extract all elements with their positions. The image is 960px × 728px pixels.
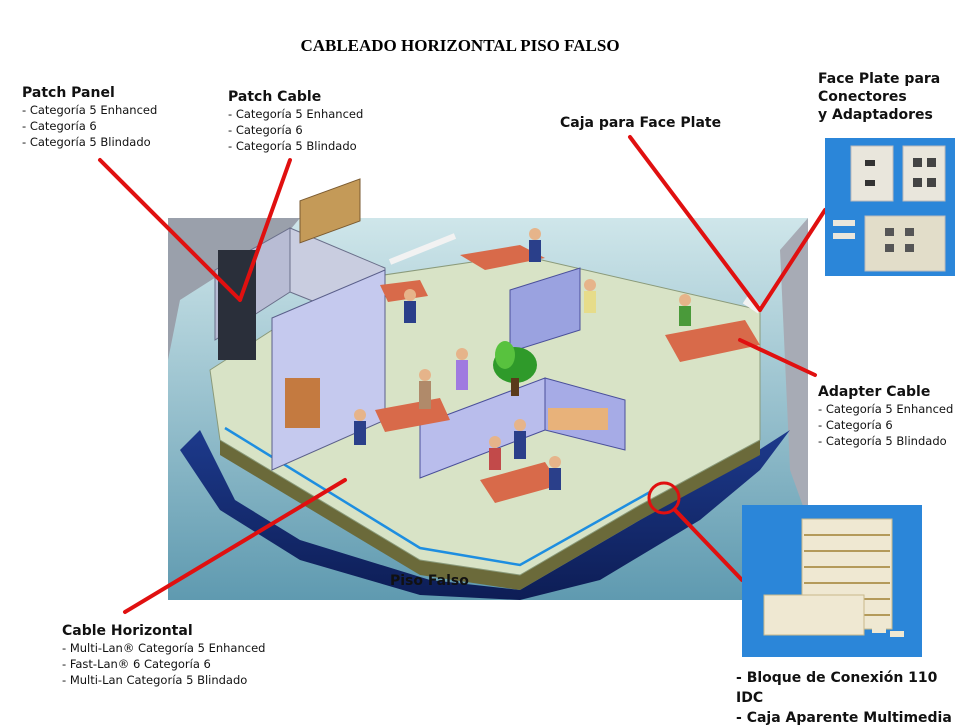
adapter-cable-heading: Adapter Cable [818, 384, 931, 400]
face-plate-heading-line: Face Plate para [818, 71, 941, 87]
patch-cable-item: Categoría 5 Enhanced [228, 106, 363, 122]
adapter-cable-label: Adapter Cable Categoría 5 Enhanced Categ… [818, 383, 953, 449]
adapter-cable-item: Categoría 5 Blindado [818, 433, 953, 449]
patch-panel-label: Patch Panel Categoría 5 Enhanced Categor… [22, 84, 157, 150]
bloque-label: Bloque de Conexión 110 IDC Caja Aparente… [736, 668, 960, 728]
plant [493, 341, 537, 396]
cable-horizontal-item: Fast-Lan® 6 Categoría 6 [62, 656, 265, 672]
adapter-cable-item: Categoría 5 Enhanced [818, 401, 953, 417]
face-plate-label: Face Plate para Conectores y Adaptadores [818, 70, 940, 124]
cabinet [285, 378, 320, 428]
blue-partition [509, 267, 581, 353]
piso-falso-heading: Piso Falso [390, 573, 469, 589]
block-110-image [763, 518, 904, 637]
connection-highlight [647, 481, 681, 515]
face-plate-image [833, 145, 946, 272]
patch-panel-heading: Patch Panel [22, 85, 115, 101]
left-wall [168, 218, 300, 360]
patch-cable-heading: Patch Cable [228, 89, 322, 105]
piso-falso-label: Piso Falso [390, 572, 469, 590]
patch-panel-item: Categoría 5 Enhanced [22, 102, 157, 118]
adapter-cable-item: Categoría 6 [818, 417, 953, 433]
cable-horizontal-item: Multi-Lan® Categoría 5 Enhanced [62, 640, 266, 656]
cable-horizontal-label: Cable Horizontal Multi-Lan® Categoría 5 … [62, 622, 265, 688]
face-plate-heading-line: y Adaptadores [818, 107, 933, 123]
caja-face-plate-heading: Caja para Face Plate [560, 115, 722, 131]
cable-horizontal-item: Multi-Lan Categoría 5 Blindado [62, 672, 265, 688]
patch-cable-label: Patch Cable Categoría 5 Enhanced Categor… [228, 88, 363, 154]
patch-cable-item: Categoría 6 [228, 122, 363, 138]
cable-horizontal-heading: Cable Horizontal [62, 623, 193, 639]
sideboard [548, 408, 608, 430]
desk-small [380, 280, 428, 302]
desk-right [665, 320, 760, 362]
patch-cable-item: Categoría 5 Blindado [228, 138, 363, 154]
horizontal-cable-line [224, 426, 651, 567]
bloque-item: Bloque de Conexión 110 IDC [736, 668, 960, 708]
right-wall [780, 218, 808, 520]
pointer-lines [98, 135, 827, 614]
bloque-item: Caja Aparente Multimedia [736, 708, 960, 728]
raised-floor-cavity [180, 430, 790, 600]
caja-face-plate-label: Caja para Face Plate [560, 114, 721, 132]
wall-painting [299, 178, 361, 244]
desk-center [375, 398, 450, 432]
face-plate-photo [825, 138, 955, 276]
cable-tray [388, 233, 457, 265]
patch-panel-item: Categoría 5 Blindado [22, 134, 157, 150]
patch-panel-item: Categoría 6 [22, 118, 157, 134]
people [354, 228, 691, 490]
desk-meeting [480, 462, 560, 503]
face-plate-heading-line: Conectores [818, 89, 907, 105]
block-110-photo [742, 505, 922, 657]
raised-floor-edge [220, 440, 760, 590]
diagram-title: CABLEADO HORIZONTAL PISO FALSO [300, 36, 620, 55]
desk-back [460, 245, 545, 270]
